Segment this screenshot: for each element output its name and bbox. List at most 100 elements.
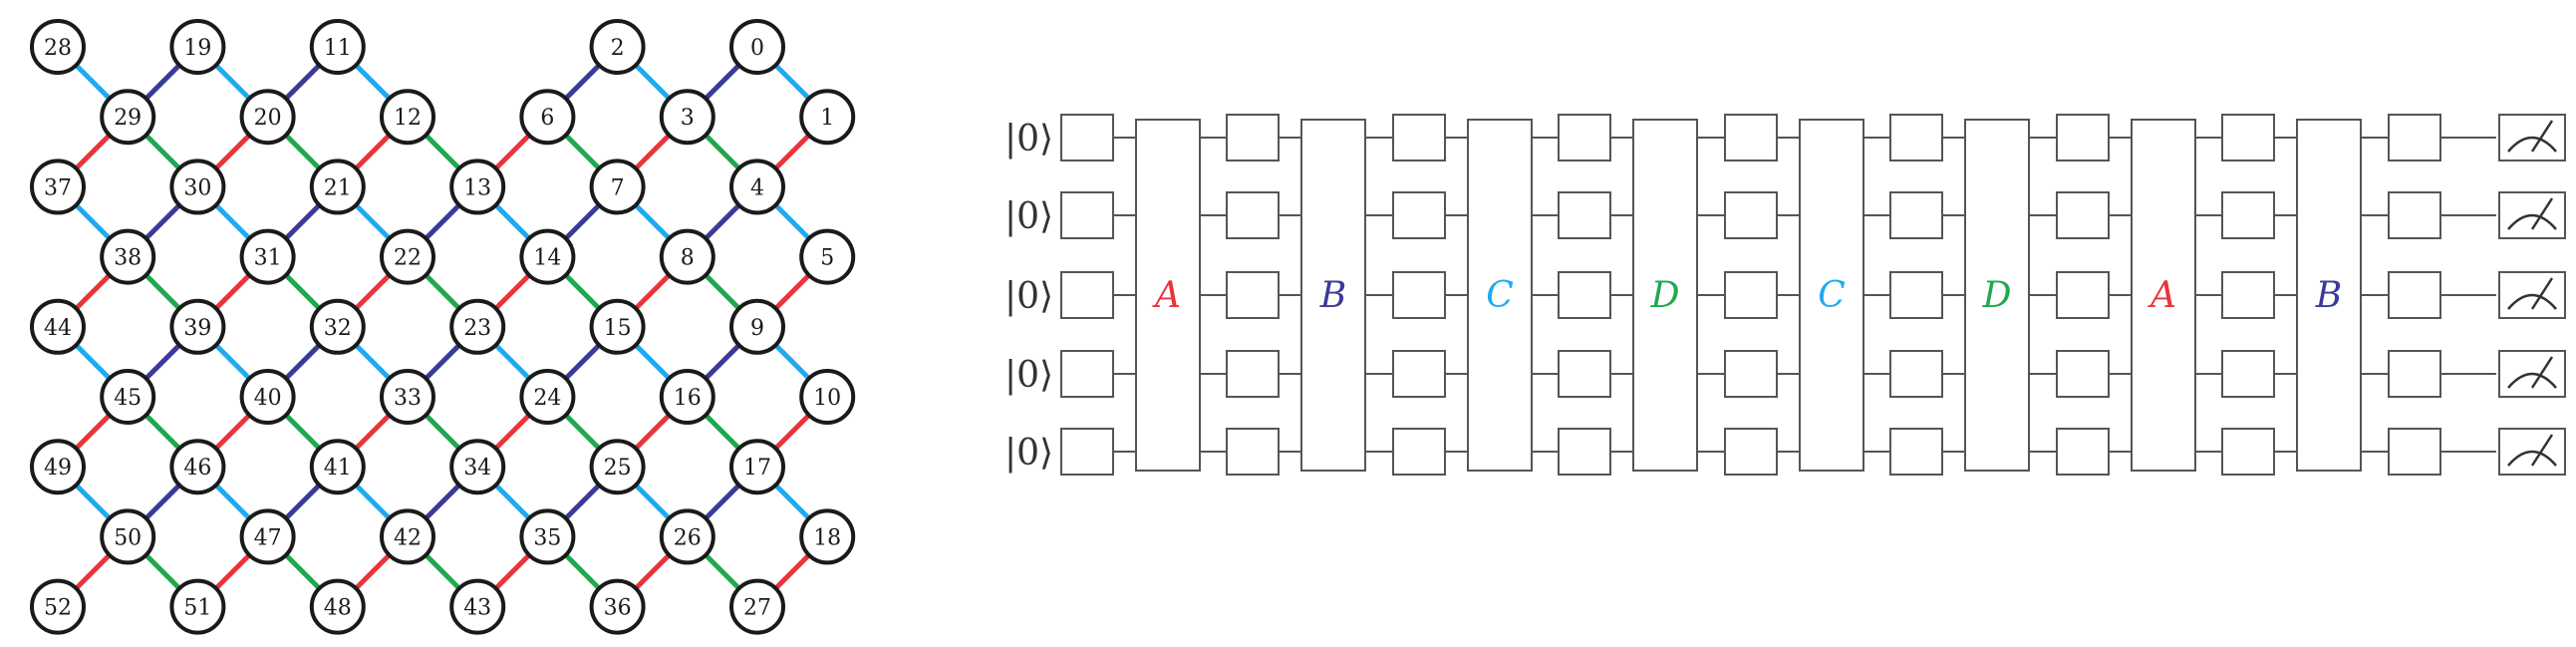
qubit-label: 52: [44, 596, 72, 621]
qubit-node-48: 48: [309, 578, 366, 635]
single-qubit-gate: [1226, 191, 1280, 239]
single-qubit-gate: [1889, 114, 1943, 162]
qubit-label: 1: [820, 106, 834, 131]
qubit-label: 37: [44, 175, 72, 200]
qubit-label: 35: [533, 525, 561, 550]
qubit-node-42: 42: [380, 508, 435, 565]
qubit-node-13: 13: [449, 159, 506, 215]
two-qubit-layer-c: C: [1467, 119, 1533, 472]
qubit-label: 42: [394, 525, 422, 550]
qubit-node-11: 11: [309, 19, 366, 75]
qubit-label: 24: [533, 386, 561, 411]
qubit-node-16: 16: [659, 369, 716, 425]
single-qubit-gate: [1060, 350, 1114, 398]
qubit-label: 29: [114, 106, 142, 131]
single-qubit-gate: [2221, 114, 2275, 162]
qubit-node-45: 45: [100, 369, 156, 425]
qubit-label: 15: [604, 316, 632, 341]
qubit-node-47: 47: [239, 508, 296, 565]
single-qubit-gate: [2056, 428, 2110, 476]
qubit-label: 0: [750, 36, 764, 61]
layer-label: C: [1818, 275, 1846, 316]
single-qubit-gate: [1558, 271, 1611, 319]
single-qubit-gate: [1558, 191, 1611, 239]
initial-state-label: |0⟩: [1004, 433, 1053, 474]
qubit-label: 3: [681, 106, 695, 131]
qubit-node-36: 36: [589, 578, 646, 635]
single-qubit-gate: [1060, 191, 1114, 239]
qubit-label: 51: [183, 596, 211, 621]
single-qubit-gate: [1724, 271, 1778, 319]
two-qubit-layer-c: C: [1799, 119, 1864, 472]
qubit-label: 18: [813, 525, 841, 550]
qubit-node-22: 22: [380, 228, 435, 285]
qubit-label: 13: [463, 175, 491, 200]
qubit-node-31: 31: [239, 228, 296, 285]
layer-box: [1964, 119, 2030, 472]
layer-box: [1300, 119, 1366, 472]
two-qubit-layer-a: A: [1135, 119, 1201, 472]
single-qubit-gate: [2056, 114, 2110, 162]
qubit-label: 48: [324, 596, 352, 621]
single-qubit-gate: [2221, 271, 2275, 319]
qubit-label: 20: [254, 106, 282, 131]
single-qubit-gate: [1226, 271, 1280, 319]
layer-label: D: [1982, 275, 2012, 316]
single-qubit-gate: [2388, 350, 2441, 398]
layer-label: D: [1650, 275, 1680, 316]
qubit-label: 36: [604, 596, 632, 621]
single-qubit-gate: [1889, 271, 1943, 319]
qubit-label: 17: [743, 456, 771, 481]
qubit-label: 47: [254, 525, 282, 550]
single-qubit-gate: [2056, 191, 2110, 239]
qubit-label: 25: [604, 456, 632, 481]
two-qubit-layer-b: B: [2296, 119, 2362, 472]
single-qubit-gate: [1392, 271, 1446, 319]
qubit-node-6: 6: [519, 89, 576, 146]
qubit-node-49: 49: [30, 439, 86, 495]
qubit-label: 41: [324, 456, 352, 481]
qubit-label: 34: [463, 456, 491, 481]
qubit-node-10: 10: [799, 369, 856, 425]
measurement-icon: [2498, 350, 2566, 398]
qubit-node-38: 38: [100, 228, 156, 285]
qubit-label: 21: [324, 175, 352, 200]
qubit-node-8: 8: [659, 228, 716, 285]
single-qubit-gate: [1392, 428, 1446, 476]
qubit-label: 27: [743, 596, 771, 621]
single-qubit-gate: [2056, 350, 2110, 398]
initial-state-label: |0⟩: [1004, 355, 1053, 396]
qubit-node-9: 9: [729, 298, 785, 355]
qubit-label: 19: [183, 36, 211, 61]
qubit-label: 46: [183, 456, 211, 481]
qubit-node-12: 12: [380, 89, 435, 146]
single-qubit-gate: [2388, 271, 2441, 319]
single-qubit-gate: [1060, 114, 1114, 162]
qubit-node-29: 29: [100, 89, 156, 146]
qubit-label: 9: [750, 316, 764, 341]
single-qubit-gate: [1226, 114, 1280, 162]
single-qubit-gate: [2388, 114, 2441, 162]
qubit-node-3: 3: [659, 89, 716, 146]
qubit-label: 6: [540, 106, 554, 131]
qubit-node-26: 26: [659, 508, 716, 565]
qubit-label: 8: [681, 246, 695, 271]
qubit-node-25: 25: [589, 439, 646, 495]
qubit-node-44: 44: [30, 298, 86, 355]
initial-state-label: |0⟩: [1004, 276, 1053, 317]
qubit-label: 26: [674, 525, 702, 550]
qubit-node-39: 39: [169, 298, 226, 355]
qubit-node-23: 23: [449, 298, 506, 355]
qubit-label: 38: [114, 246, 142, 271]
qubit-label: 33: [394, 386, 422, 411]
qubit-node-46: 46: [169, 439, 226, 495]
qubit-label: 30: [183, 175, 211, 200]
qubit-label: 14: [533, 246, 561, 271]
qubit-node-24: 24: [519, 369, 576, 425]
single-qubit-gate: [1558, 114, 1611, 162]
single-qubit-gate: [2056, 271, 2110, 319]
qubit-node-14: 14: [519, 228, 576, 285]
single-qubit-gate: [1392, 191, 1446, 239]
qubit-node-0: 0: [729, 19, 785, 75]
